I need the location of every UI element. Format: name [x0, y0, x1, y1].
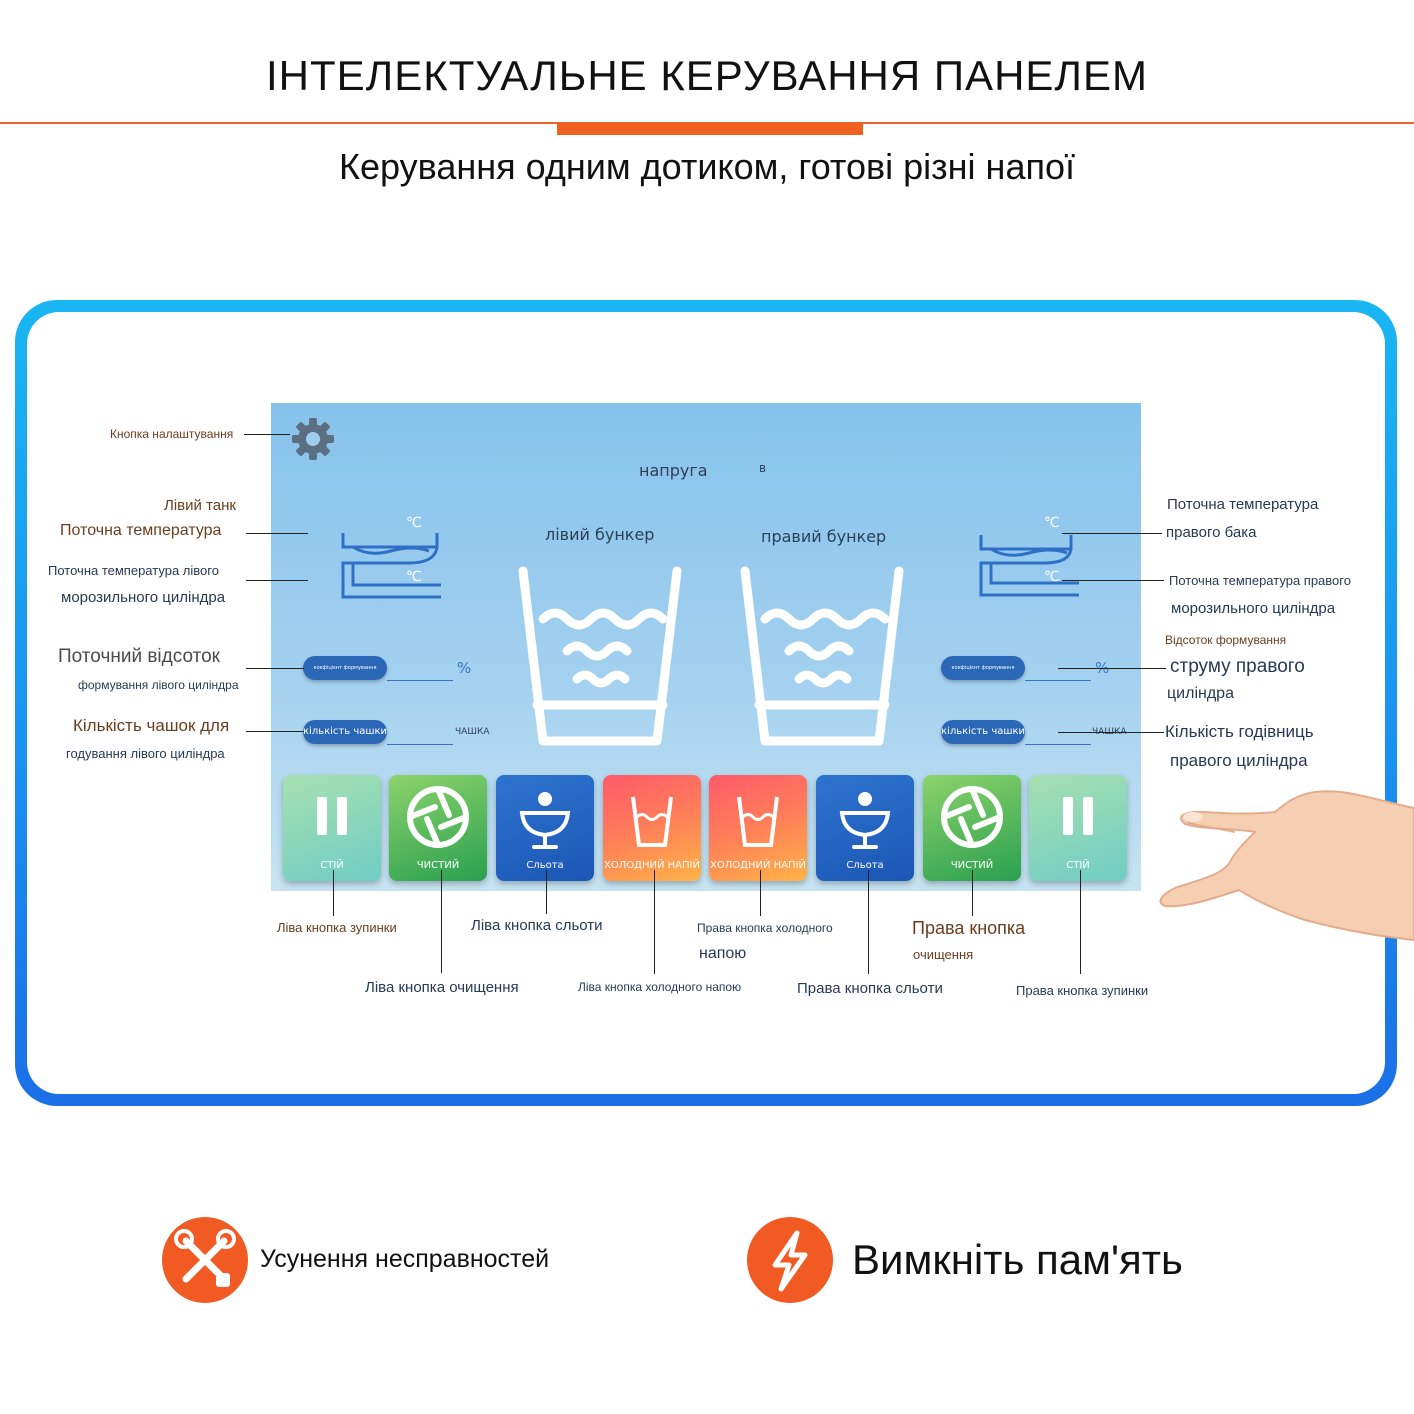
- page-subtitle: Керування одним дотиком, готові різні на…: [339, 146, 1075, 187]
- right-freeze-temp-unit: ℃: [1044, 569, 1060, 585]
- annotation-right-cold-1: Права кнопка холодного: [697, 921, 833, 935]
- annotation-left-cups-1: Кількість чашок для: [73, 716, 230, 735]
- annotation-right-cups-1: Кількість годівниць: [1165, 722, 1314, 741]
- left-hopper-label: лівий бункер: [545, 525, 655, 544]
- aperture-icon: [407, 786, 469, 848]
- pause-icon: [1063, 797, 1093, 835]
- left-stop-button[interactable]: СТІЙ: [283, 775, 381, 881]
- annotation-right-tank-2: правого бака: [1166, 524, 1257, 541]
- left-ratio-button[interactable]: коефіцієнт формування: [303, 656, 387, 680]
- right-tank-icon: [979, 535, 1079, 597]
- hand-pointer-icon: [1159, 790, 1414, 942]
- annotation-left-cold: Ліва кнопка холодного напою: [578, 980, 742, 994]
- left-cups-unit: ЧАШКА: [455, 727, 490, 737]
- right-stop-button[interactable]: СТІЙ: [1029, 775, 1127, 881]
- left-hopper-cup-icon: [518, 566, 682, 746]
- feature-troubleshoot-label: Усунення несправностей: [260, 1245, 550, 1273]
- annotation-left-freeze-1: Поточна температура лівого: [48, 563, 219, 578]
- feature-memory-label: Вимкніть пам'ять: [852, 1236, 1183, 1283]
- annotation-right-clean-2: очищення: [913, 947, 974, 962]
- left-cups-button[interactable]: кількість чашки: [303, 720, 387, 744]
- right-cold-drink-button[interactable]: ХОЛОДНИЙ НАПІЙ: [709, 775, 807, 881]
- header-accent-bar: [557, 124, 863, 135]
- left-ratio-percent: %: [457, 659, 472, 677]
- annotation-right-freeze-2: морозильного циліндра: [1171, 600, 1336, 617]
- right-tank-temp-unit: ℃: [1044, 515, 1060, 531]
- left-slush-button[interactable]: Сльота: [496, 775, 594, 881]
- header-divider: [0, 122, 1414, 124]
- annotation-right-tank-1: Поточна температура: [1167, 496, 1319, 513]
- pause-icon: [317, 797, 347, 835]
- annotation-right-freeze-1: Поточна температура правого: [1169, 573, 1351, 588]
- left-freeze-temp-unit: ℃: [406, 569, 422, 585]
- voltage-label: напруга: [639, 461, 708, 480]
- left-tank-icon: [341, 533, 441, 599]
- annotation-right-cups-2: правого циліндра: [1170, 751, 1308, 770]
- right-cups-button[interactable]: кількість чашки: [941, 720, 1025, 744]
- cold-drink-icon: [737, 796, 779, 847]
- annotation-left-ratio-2: формування лівого циліндра: [78, 678, 239, 692]
- touch-screen: напруга в лівий бункер правий бункер ℃ ℃…: [271, 403, 1141, 891]
- right-ratio-button[interactable]: коефіцієнт формування: [941, 656, 1025, 680]
- annotation-settings: Кнопка налаштування: [110, 427, 234, 441]
- page-title: ІНТЕЛЕКТУАЛЬНЕ КЕРУВАННЯ ПАНЕЛЕМ: [266, 52, 1148, 99]
- left-clean-button[interactable]: ЧИСТИЙ: [389, 775, 487, 881]
- annotation-right-stop: Права кнопка зупинки: [1016, 983, 1149, 998]
- annotation-left-stop: Ліва кнопка зупинки: [277, 920, 397, 935]
- left-cold-drink-button[interactable]: ХОЛОДНИЙ НАПІЙ: [603, 775, 701, 881]
- annotation-left-tank-1: Лівий танк: [164, 497, 236, 514]
- right-slush-button[interactable]: Сльота: [816, 775, 914, 881]
- right-hopper-label: правий бункер: [761, 527, 887, 546]
- annotation-left-cups-2: годування лівого циліндра: [66, 746, 225, 761]
- slush-glass-icon: [839, 792, 891, 849]
- annotation-right-clean-1: Права кнопка: [912, 918, 1026, 938]
- annotation-right-ratio-1: Відсоток формування: [1165, 633, 1287, 647]
- right-hopper-cup-icon: [740, 566, 904, 746]
- left-tank-temp-unit: ℃: [406, 515, 422, 531]
- right-clean-button[interactable]: ЧИСТИЙ: [923, 775, 1021, 881]
- annotation-right-ratio-2: струму правого: [1170, 656, 1305, 677]
- lightning-icon: [747, 1217, 833, 1303]
- slush-glass-icon: [519, 792, 571, 849]
- voltage-unit: в: [759, 461, 767, 475]
- annotation-left-clean: Ліва кнопка очищення: [365, 979, 519, 996]
- annotation-left-tank-2: Поточна температура: [60, 522, 222, 539]
- annotation-right-ratio-3: циліндра: [1167, 685, 1234, 702]
- cold-drink-icon: [631, 796, 673, 847]
- aperture-icon: [941, 786, 1003, 848]
- gear-icon[interactable]: [289, 415, 337, 463]
- annotation-right-slush: Права кнопка сльоти: [797, 980, 943, 997]
- tools-icon: [162, 1217, 248, 1303]
- annotation-left-freeze-2: морозильного циліндра: [61, 589, 226, 606]
- annotation-right-cold-2: напою: [699, 945, 747, 962]
- annotation-left-slush: Ліва кнопка сльоти: [471, 917, 603, 934]
- annotation-left-ratio-1: Поточний відсоток: [58, 646, 220, 667]
